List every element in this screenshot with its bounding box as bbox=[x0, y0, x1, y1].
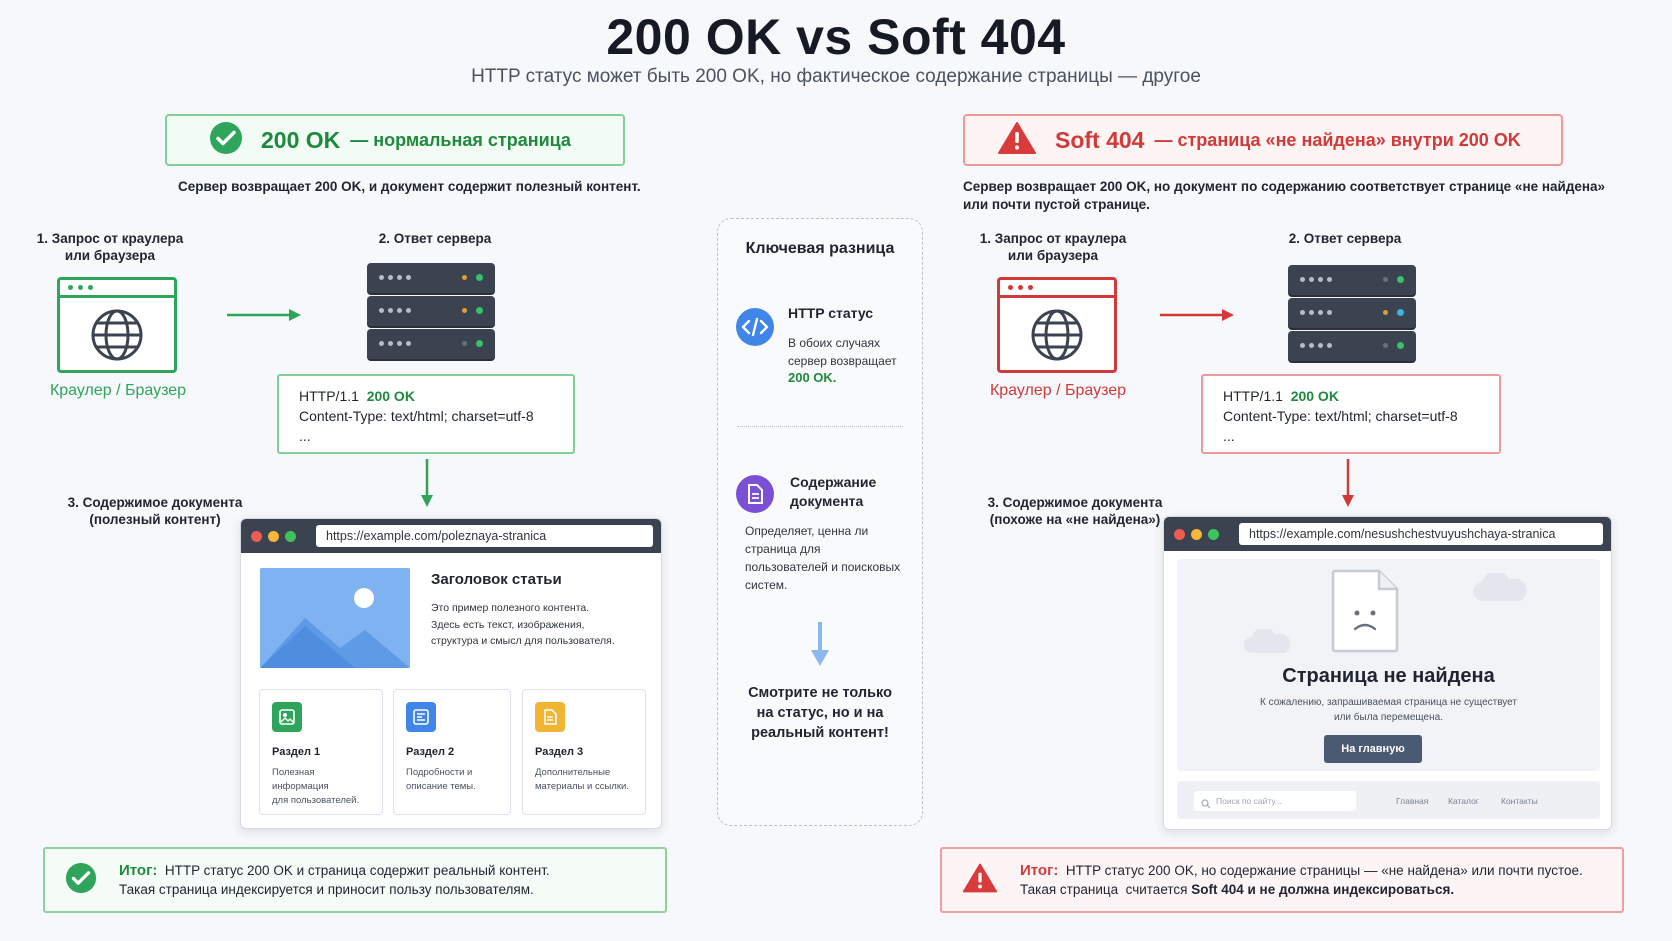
right-step-2: 2. Ответ сервера bbox=[1288, 231, 1402, 246]
arrow-down bbox=[419, 459, 435, 514]
crawler-label: Краулер / Браузер bbox=[49, 382, 187, 399]
response-content-type: Content-Type: text/html; charset=utf-8 bbox=[299, 408, 534, 424]
response-more: ... bbox=[1223, 428, 1235, 444]
list-doc-icon bbox=[406, 702, 436, 732]
banner-code: 200 OK bbox=[261, 126, 341, 153]
document-content-title: Содержание документа bbox=[790, 474, 877, 509]
search-input[interactable]: Поиск по сайту... bbox=[1194, 791, 1356, 811]
server-icon bbox=[1288, 265, 1416, 364]
banner-text: — страница «не найдена» внутри 200 OK bbox=[1154, 129, 1521, 150]
response-code: 200 OK bbox=[1290, 388, 1339, 404]
document-icon bbox=[535, 702, 565, 732]
cloud-icon bbox=[1472, 570, 1532, 608]
footer-link-contacts[interactable]: Контакты bbox=[1501, 796, 1538, 806]
summary-line-2: Такая страница индексируется и приносит … bbox=[119, 882, 534, 897]
banner-200-ok: 200 OK — нормальная страница bbox=[165, 114, 625, 166]
section-card: Раздел 1 Полезная информация для пользов… bbox=[259, 689, 383, 815]
section-text: Дополнительные материалы и ссылки. bbox=[535, 767, 629, 792]
maximize-dot bbox=[285, 530, 296, 542]
arrow-right bbox=[1158, 307, 1238, 328]
server-response: HTTP/1.1 200 OK Content-Type: text/html;… bbox=[277, 374, 575, 454]
address-bar[interactable]: https://example.com/nesushchestvuyushcha… bbox=[1239, 523, 1603, 545]
arrow-down-icon bbox=[810, 622, 830, 673]
left-step-3: 3. Содержимое документа (полезный контен… bbox=[67, 495, 243, 527]
left-step-2: 2. Ответ сервера bbox=[378, 231, 492, 246]
banner-code: Soft 404 bbox=[1055, 126, 1145, 153]
section-text: Полезная информация для пользователей. bbox=[272, 767, 360, 806]
response-code: 200 OK bbox=[366, 388, 415, 404]
footer-link-catalog[interactable]: Каталог bbox=[1448, 796, 1479, 806]
sad-document-icon bbox=[1331, 569, 1401, 658]
section-title: Раздел 1 bbox=[272, 746, 321, 758]
article-title: Заголовок статьи bbox=[431, 571, 562, 588]
http-status-title: HTTP статус bbox=[788, 305, 874, 321]
response-content-type: Content-Type: text/html; charset=utf-8 bbox=[1223, 408, 1458, 424]
banner-text: — нормальная страница bbox=[350, 129, 571, 150]
image-doc-icon bbox=[272, 702, 302, 732]
document-content-text: Определяет, ценна ли страница для пользо… bbox=[745, 524, 901, 592]
useful-page-window: https://example.com/poleznaya-stranica З… bbox=[240, 518, 662, 829]
section-text: Подробности и описание темы. bbox=[406, 767, 476, 792]
address-bar[interactable]: https://example.com/poleznaya-stranica bbox=[316, 525, 653, 547]
warning-triangle-icon bbox=[997, 121, 1037, 160]
home-button[interactable]: На главную bbox=[1324, 735, 1422, 763]
section-title: Раздел 3 bbox=[535, 746, 584, 758]
summary-label: Итог: bbox=[1020, 862, 1059, 879]
crawler-browser-icon bbox=[57, 277, 177, 373]
minimize-dot bbox=[1191, 528, 1202, 540]
summary-line-2b: Soft 404 и не должна индексироваться. bbox=[1191, 882, 1455, 897]
check-circle-icon bbox=[209, 121, 243, 160]
section-card: Раздел 3 Дополнительные материалы и ссыл… bbox=[522, 689, 646, 815]
warning-triangle-icon bbox=[962, 862, 998, 899]
right-step-1: 1. Запрос от краулера или браузера bbox=[979, 231, 1127, 263]
footer-link-home[interactable]: Главная bbox=[1396, 796, 1429, 806]
banner-soft-404: Soft 404 — страница «не найдена» внутри … bbox=[963, 114, 1563, 166]
right-description: Сервер возвращает 200 OK, но документ по… bbox=[963, 179, 1606, 212]
crawler-browser-icon bbox=[997, 277, 1117, 373]
call-to-action: Смотрите не только на статус, но и на ре… bbox=[748, 685, 892, 741]
server-response: HTTP/1.1 200 OK Content-Type: text/html;… bbox=[1201, 374, 1501, 454]
globe-icon bbox=[91, 309, 143, 361]
crawler-label: Краулер / Браузер bbox=[989, 382, 1127, 399]
arrow-right bbox=[225, 307, 305, 328]
close-dot bbox=[251, 530, 262, 542]
section-card: Раздел 2 Подробности и описание темы. bbox=[393, 689, 511, 815]
not-found-text: К сожалению, запрашиваемая страница не с… bbox=[1259, 697, 1517, 723]
file-text-icon bbox=[735, 474, 775, 519]
summary-ok: Итог: HTTP статус 200 OK и страница соде… bbox=[43, 847, 667, 913]
article-text: Это пример полезного контента. Здесь ест… bbox=[431, 602, 615, 647]
search-icon bbox=[1201, 796, 1211, 814]
minimize-dot bbox=[268, 530, 279, 542]
globe-icon bbox=[1031, 309, 1083, 361]
code-icon bbox=[735, 307, 775, 352]
image-placeholder-icon bbox=[260, 568, 410, 668]
check-circle-icon bbox=[65, 862, 97, 899]
not-found-title: Страница не найдена bbox=[1282, 665, 1495, 687]
summary-line-2a: Такая страница считается bbox=[1020, 882, 1192, 897]
left-step-1: 1. Запрос от краулера или браузера bbox=[36, 231, 184, 263]
server-icon bbox=[367, 263, 495, 362]
response-protocol: HTTP/1.1 bbox=[1223, 388, 1283, 404]
cloud-icon bbox=[1244, 627, 1294, 660]
left-description: Сервер возвращает 200 OK, и документ сод… bbox=[178, 179, 641, 194]
right-step-3: 3. Содержимое документа (похоже на «не н… bbox=[987, 495, 1163, 527]
response-protocol: HTTP/1.1 bbox=[299, 388, 359, 404]
maximize-dot bbox=[1208, 528, 1219, 540]
divider bbox=[737, 426, 903, 427]
http-status-text: В обоих случаях сервер возвращает bbox=[788, 336, 897, 368]
summary-line-1: HTTP статус 200 OK, но содержание страни… bbox=[1065, 863, 1583, 878]
close-dot bbox=[1174, 528, 1185, 540]
summary-soft-404: Итог: HTTP статус 200 OK, но содержание … bbox=[940, 847, 1624, 913]
not-found-page-window: https://example.com/nesushchestvuyushcha… bbox=[1163, 516, 1612, 830]
response-more: ... bbox=[299, 428, 311, 444]
arrow-down bbox=[1340, 459, 1356, 514]
summary-line-1: HTTP статус 200 OK и страница содержит р… bbox=[164, 863, 550, 878]
page-title: 200 OK vs Soft 404 bbox=[606, 9, 1066, 65]
page-subtitle: HTTP статус может быть 200 OK, но фактич… bbox=[471, 66, 1201, 87]
key-difference-title: Ключевая разница bbox=[745, 240, 895, 257]
http-status-code: 200 OK. bbox=[788, 370, 837, 385]
summary-label: Итог: bbox=[119, 862, 158, 879]
section-title: Раздел 2 bbox=[406, 746, 455, 758]
